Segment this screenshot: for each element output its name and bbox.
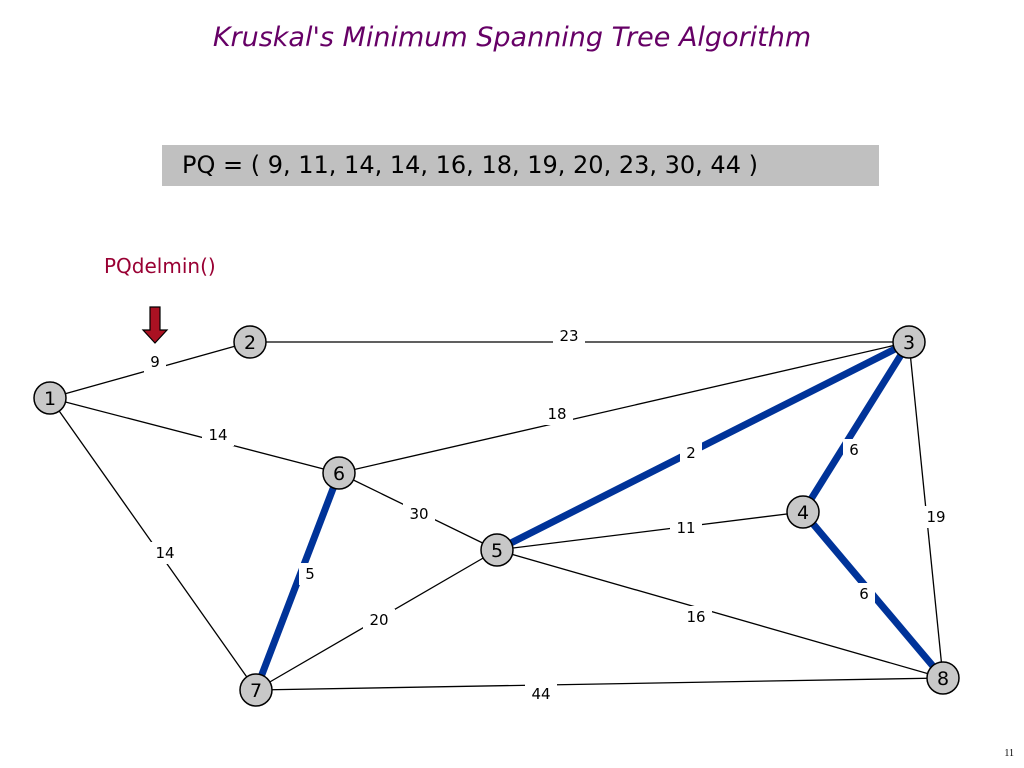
edge-label-background	[553, 325, 585, 347]
edge-weight-label: 20	[369, 611, 388, 629]
priority-queue-text: PQ = ( 9, 11, 14, 14, 16, 18, 19, 20, 23…	[182, 151, 758, 179]
edge-3-4	[800, 340, 912, 514]
node-label: 4	[797, 502, 809, 524]
edge-5-3	[495, 338, 911, 554]
node-label: 8	[937, 668, 949, 690]
node-circle	[480, 533, 514, 567]
edge-weight-label: 9	[150, 353, 160, 371]
node-4: 4	[786, 495, 820, 529]
edge-label-background	[843, 439, 865, 461]
edge-weight-label: 2	[686, 444, 696, 462]
node-6: 6	[322, 456, 356, 490]
node-label: 5	[491, 540, 503, 562]
node-circle	[786, 495, 820, 529]
edge-1-6	[49, 397, 340, 474]
edge-5-8	[496, 549, 944, 679]
slide-number: 11	[1004, 748, 1014, 759]
edge-weight-label: 44	[531, 685, 550, 703]
node-3: 3	[892, 325, 926, 359]
edge-weight-label: 23	[559, 327, 578, 345]
operation-label: PQdelmin()	[104, 254, 216, 278]
node-circle	[322, 456, 356, 490]
edge-label-background	[144, 351, 166, 373]
down-arrow-icon	[141, 306, 169, 344]
edge-label-background	[299, 563, 321, 585]
node-1: 1	[33, 381, 67, 415]
edge-6-7	[252, 471, 343, 692]
slide-title: Kruskal's Minimum Spanning Tree Algorith…	[212, 22, 812, 53]
edge-label-background	[680, 606, 712, 628]
priority-queue-box: PQ = ( 9, 11, 14, 14, 16, 18, 19, 20, 23…	[162, 145, 879, 186]
edge-label-background	[853, 583, 875, 605]
node-label: 7	[250, 680, 262, 702]
edge-label-background	[670, 517, 702, 539]
edge-weight-label: 11	[676, 519, 695, 537]
edge-weight-label: 30	[409, 505, 428, 523]
edge-label-background	[363, 609, 395, 631]
node-circle	[33, 381, 67, 415]
edge-6-3	[338, 341, 910, 474]
edge-label-background	[403, 503, 435, 525]
node-2: 2	[233, 325, 267, 359]
edge-weight-label: 6	[859, 585, 869, 603]
edge-weight-label: 6	[849, 441, 859, 459]
edge-7-8	[255, 677, 944, 691]
edge-weight-label: 16	[686, 608, 705, 626]
node-circle	[239, 673, 273, 707]
node-5: 5	[480, 533, 514, 567]
edge-weight-label: 14	[208, 426, 227, 444]
node-8: 8	[926, 661, 960, 695]
edge-label-background	[680, 442, 702, 464]
edge-weight-label: 19	[926, 508, 945, 526]
edge-weight-label: 18	[547, 405, 566, 423]
edge-weight-label: 5	[305, 565, 315, 583]
node-label: 6	[333, 463, 345, 485]
edge-label-background	[202, 424, 234, 446]
node-label: 3	[903, 332, 915, 354]
node-label: 1	[44, 388, 56, 410]
node-circle	[892, 325, 926, 359]
node-7: 7	[239, 673, 273, 707]
node-circle	[233, 325, 267, 359]
edge-label-background	[541, 403, 573, 425]
node-circle	[926, 661, 960, 695]
edge-label-background	[525, 683, 557, 705]
edge-label-background	[149, 542, 181, 564]
node-label: 2	[244, 332, 256, 354]
edge-label-background	[920, 506, 952, 528]
edge-5-4	[496, 511, 804, 551]
edge-weight-label: 14	[155, 544, 174, 562]
